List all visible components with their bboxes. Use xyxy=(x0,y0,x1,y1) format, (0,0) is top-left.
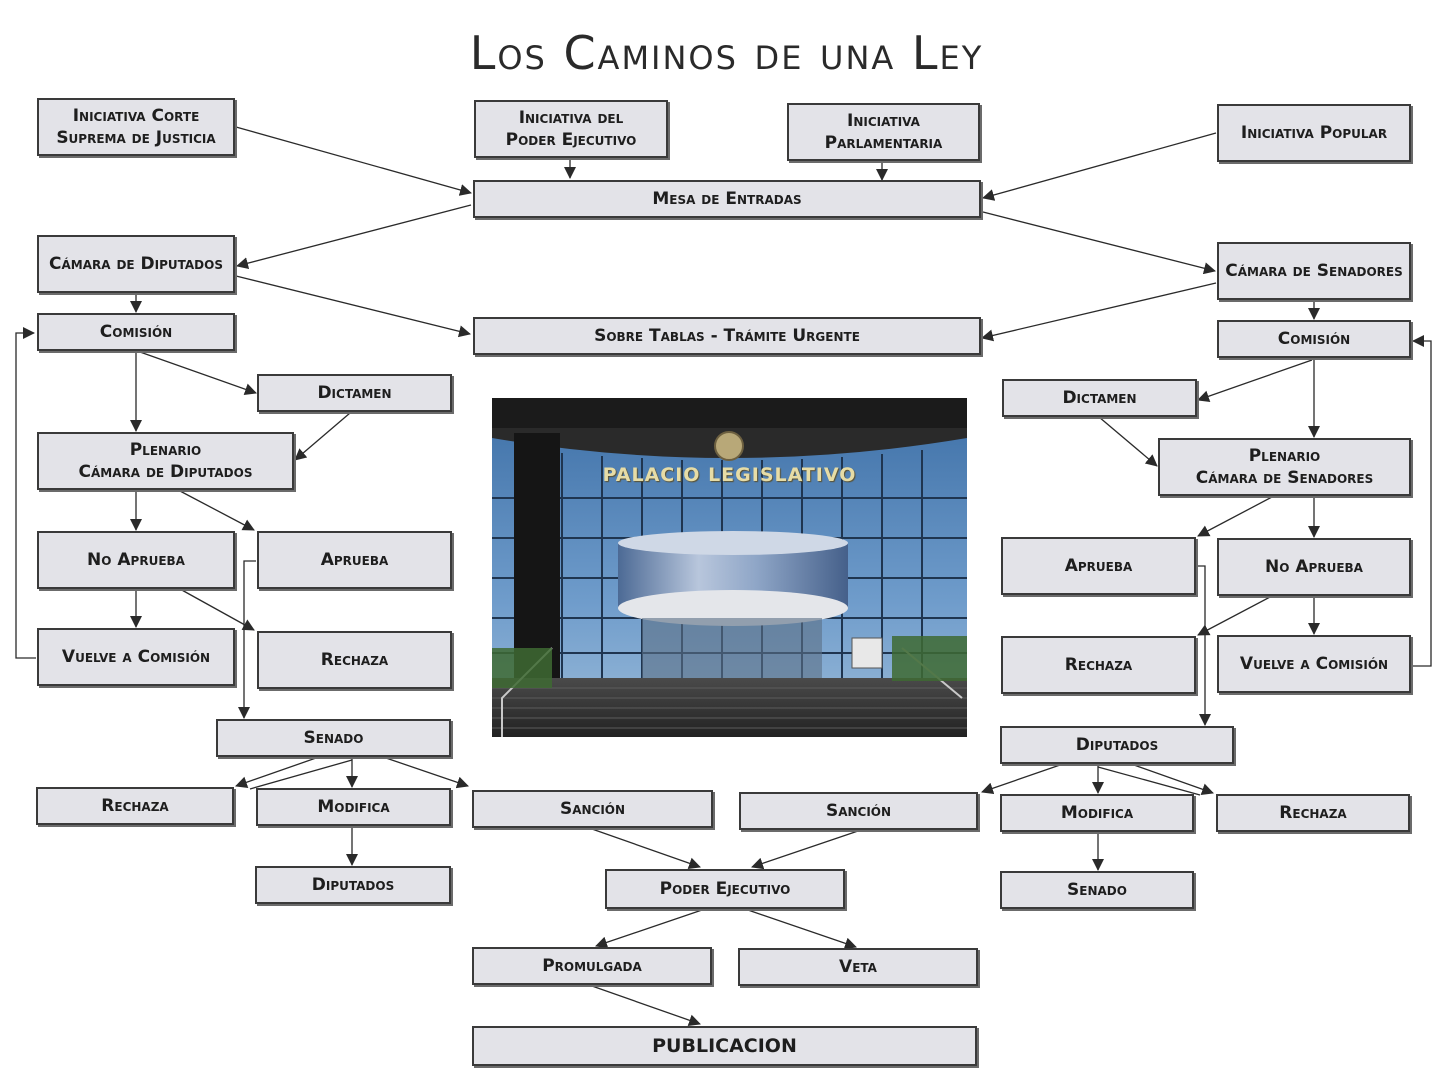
node-publicacion: PUBLICACION xyxy=(472,1026,977,1066)
edge-ejec-veta xyxy=(747,909,857,950)
node-no-aprueba-right: No Aprueba xyxy=(1217,538,1411,596)
edge-camsen-tablas xyxy=(981,282,1217,342)
edge-promulgada-publicacion xyxy=(591,985,701,1027)
node-iniciativa-popular: Iniciativa Popular xyxy=(1217,104,1411,162)
edge-corte-mesa xyxy=(235,126,472,196)
node-comision-left: Comisión xyxy=(37,313,235,351)
edge-vuelve-comision-r xyxy=(1411,335,1432,667)
edge-modifica-rechaza-join xyxy=(1097,766,1201,796)
node-rechaza-left: Rechaza xyxy=(257,631,452,689)
edge-ejec-promulgada xyxy=(595,909,703,949)
node-iniciativa-corte: Iniciativa Corte Suprema de Justicia xyxy=(37,98,235,156)
edge-mesa-camdip xyxy=(236,204,472,270)
edge-dictamen-plenario-r xyxy=(1098,416,1158,467)
edge-senado-rechaza xyxy=(235,757,317,789)
edge-aprueba-diputados xyxy=(1196,565,1211,726)
palacio-legislativo-photo: PALACIO LEGISLATIVO xyxy=(492,398,967,737)
edge-diputados-sancion xyxy=(981,764,1061,795)
node-aprueba-left: Aprueba xyxy=(257,531,452,589)
node-poder-ejecutivo: Poder Ejecutivo xyxy=(605,869,845,909)
node-sancion-right: Sanción xyxy=(739,792,978,830)
node-mesa-de-entradas: Mesa de Entradas xyxy=(473,180,981,218)
edge-diputados-rechaza xyxy=(1133,764,1214,795)
node-senado-right-2: Senado xyxy=(1000,871,1194,909)
edge-plenario-aprueba-l xyxy=(179,490,255,531)
palacio-sign: PALACIO LEGISLATIVO xyxy=(602,464,857,486)
edge-sancion-l-ejec xyxy=(591,828,701,870)
edge-vuelve-comision-l xyxy=(15,327,36,659)
node-senado-left: Senado xyxy=(216,719,451,757)
node-rechaza-right: Rechaza xyxy=(1001,636,1196,694)
node-plenario-senadores: Plenario Cámara de Senadores xyxy=(1158,438,1411,496)
node-vuelve-comision-left: Vuelve a Comisión xyxy=(37,628,235,686)
edge-senado-sancion xyxy=(385,757,469,789)
node-no-aprueba-left: No Aprueba xyxy=(37,531,235,589)
node-plenario-diputados: Plenario Cámara de Diputados xyxy=(37,432,294,490)
node-comision-right: Comisión xyxy=(1217,320,1411,358)
edge-plenario-aprueba-r xyxy=(1197,496,1273,537)
node-camara-senadores: Cámara de Senadores xyxy=(1217,242,1411,300)
node-sobre-tablas: Sobre Tablas - Trámite Urgente xyxy=(473,317,981,355)
node-modifica-right: Modifica xyxy=(1000,794,1194,832)
edge-comision-dictamen-l xyxy=(139,351,257,395)
node-diputados-right: Diputados xyxy=(1000,726,1234,764)
node-promulgada: Promulgada xyxy=(472,947,712,985)
node-sancion-left: Sanción xyxy=(472,790,713,828)
node-diputados-left-2: Diputados xyxy=(255,866,451,904)
node-rechaza-left-2: Rechaza xyxy=(36,787,234,825)
edge-sancion-r-ejec xyxy=(751,830,859,870)
node-iniciativa-ejecutivo: Iniciativa del Poder Ejecutivo xyxy=(474,100,668,158)
node-dictamen-left: Dictamen xyxy=(257,374,452,412)
edge-noaprueba-rechaza-r xyxy=(1197,595,1273,636)
page-title: Los Caminos de una Ley xyxy=(469,26,984,80)
node-rechaza-right-2: Rechaza xyxy=(1216,794,1410,832)
edge-dictamen-plenario-l xyxy=(294,412,351,461)
node-dictamen-right: Dictamen xyxy=(1002,379,1197,417)
palacio-illustration xyxy=(492,398,967,737)
node-vuelve-comision-right: Vuelve a Comisión xyxy=(1217,635,1411,693)
node-veta: Veta xyxy=(738,948,978,986)
edge-rechaza-modifica-join xyxy=(249,759,353,790)
node-modifica-left: Modifica xyxy=(256,788,451,826)
node-camara-diputados: Cámara de Diputados xyxy=(37,235,235,293)
edge-popular-mesa xyxy=(982,132,1217,201)
edge-aprueba-senado xyxy=(238,560,256,719)
node-aprueba-right: Aprueba xyxy=(1001,537,1196,595)
edge-camdip-tablas xyxy=(235,275,471,338)
edge-mesa-camsen xyxy=(982,211,1216,275)
edge-comision-dictamen-r xyxy=(1197,359,1313,403)
edge-noaprueba-rechaza-l xyxy=(179,588,255,631)
node-iniciativa-parlamentaria: Iniciativa Parlamentaria xyxy=(787,103,980,161)
